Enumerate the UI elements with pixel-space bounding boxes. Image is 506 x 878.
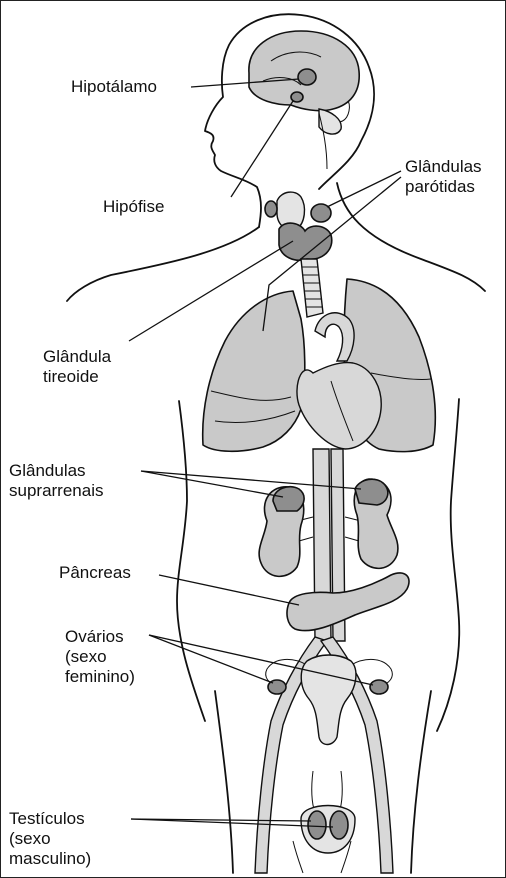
left-inner-thigh xyxy=(293,841,303,873)
label-suprarrenais-line-1: Glândulas xyxy=(9,461,104,481)
left-shoulder-outline xyxy=(67,227,259,301)
label-testiculos-line-3: masculino) xyxy=(9,849,91,869)
parotid-gland-left xyxy=(265,201,277,217)
testicle-right xyxy=(330,811,348,839)
label-hipotalamo-text: Hipotálamo xyxy=(71,77,157,97)
left-torso-outline xyxy=(177,401,205,721)
label-parotidas: Glândulas parótidas xyxy=(405,157,482,197)
left-leg-outline xyxy=(215,691,233,873)
label-testiculos-line-2: (sexo xyxy=(9,829,91,849)
label-ovarios: Ovários (sexo feminino) xyxy=(65,627,135,687)
label-ovarios-line-3: feminino) xyxy=(65,667,135,687)
hypothalamus-gland xyxy=(298,69,316,85)
right-shoulder-outline xyxy=(337,183,485,291)
reproductive-male xyxy=(301,771,355,853)
label-suprarrenais-line-2: suprarrenais xyxy=(9,481,104,501)
adrenal-gland-right xyxy=(355,479,388,505)
leader-hipofise xyxy=(231,101,293,197)
pituitary-gland xyxy=(291,92,303,102)
uterus xyxy=(301,655,356,745)
trachea xyxy=(301,259,323,317)
label-hipofise: Hipófise xyxy=(103,197,164,217)
ovary-right xyxy=(370,680,388,694)
label-suprarrenais: Glândulas suprarrenais xyxy=(9,461,104,501)
label-pancreas: Pâncreas xyxy=(59,563,131,583)
brain xyxy=(249,31,359,169)
label-testiculos-line-1: Testículos xyxy=(9,809,91,829)
right-leg-outline xyxy=(411,691,431,873)
leader-pancreas xyxy=(159,575,299,605)
label-tireoide: Glândula tireoide xyxy=(43,347,111,387)
right-torso-outline xyxy=(437,399,459,731)
leader-lines xyxy=(129,79,401,827)
adrenal-gland-left xyxy=(273,487,304,511)
label-tireoide-line-2: tireoide xyxy=(43,367,111,387)
pancreas-gland xyxy=(287,573,409,631)
label-ovarios-line-2: (sexo xyxy=(65,647,135,667)
aortic-arch xyxy=(315,313,354,361)
label-tireoide-line-1: Glândula xyxy=(43,347,111,367)
label-pancreas-text: Pâncreas xyxy=(59,563,131,583)
testicle-left xyxy=(308,811,326,839)
label-hipofise-text: Hipófise xyxy=(103,197,164,217)
label-hipotalamo: Hipotálamo xyxy=(71,77,157,97)
brain-cerebellum xyxy=(319,109,341,134)
label-testiculos: Testículos (sexo masculino) xyxy=(9,809,91,869)
lung-left xyxy=(203,291,305,451)
label-parotidas-line-2: parótidas xyxy=(405,177,482,197)
label-parotidas-line-1: Glândulas xyxy=(405,157,482,177)
label-ovarios-line-1: Ovários xyxy=(65,627,135,647)
leader-suprarrenais-1 xyxy=(141,471,283,497)
